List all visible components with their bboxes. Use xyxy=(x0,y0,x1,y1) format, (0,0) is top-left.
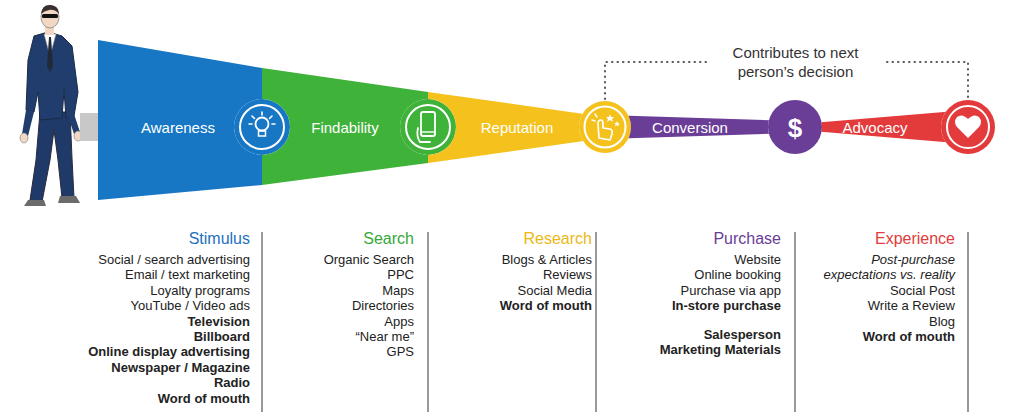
column-item: Email / text marketing xyxy=(72,267,250,282)
band-label: Reputation xyxy=(481,120,554,135)
column-heading: Search xyxy=(270,229,414,249)
column-item: Social / search advertising xyxy=(72,252,250,267)
column-item: Newspaper / Magazine xyxy=(72,360,250,375)
band-label: Awareness xyxy=(141,120,215,135)
callout-note: Contributes to next person’s decision xyxy=(708,43,883,81)
column-item: Website xyxy=(603,252,781,267)
column-item: PPC xyxy=(270,267,414,282)
column-item: Social Media xyxy=(436,283,592,298)
column-item: Write a Review xyxy=(803,298,955,313)
column-item: Word of mouth xyxy=(803,329,955,344)
column-separators xyxy=(262,232,968,412)
column-heading: Research xyxy=(436,229,592,249)
band-fill xyxy=(428,92,605,163)
label-column: SearchOrganic SearchPPCMapsDirectoriesAp… xyxy=(270,229,414,360)
band-fill xyxy=(800,110,968,144)
column-item: Organic Search xyxy=(270,252,414,267)
column-item: Loyalty programs xyxy=(72,283,250,298)
column-item: Word of mouth xyxy=(72,391,250,406)
label-column: PurchaseWebsiteOnline bookingPurchase vi… xyxy=(603,229,781,357)
funnel-band: Awareness xyxy=(98,40,262,200)
column-item: Blog xyxy=(803,314,955,329)
column-item: Maps xyxy=(270,283,414,298)
band-fill xyxy=(98,40,262,200)
band-label: Advocacy xyxy=(842,120,907,135)
column-item: Post-purchase expectations vs. reality xyxy=(815,252,955,283)
label-column: StimulusSocial / search advertisingEmail… xyxy=(72,229,250,406)
funnel-band: Findability xyxy=(262,68,428,185)
column-item: Apps xyxy=(270,314,414,329)
column-item: GPS xyxy=(270,344,414,359)
funnel-band: Advocacy xyxy=(800,110,968,144)
column-item: Online booking xyxy=(603,267,781,282)
label-column: ResearchBlogs & ArticlesReviewsSocial Me… xyxy=(436,229,592,314)
band-fill xyxy=(262,68,428,185)
column-item: Blogs & Articles xyxy=(436,252,592,267)
column-item: “Near me” xyxy=(270,329,414,344)
column-item: Word of mouth xyxy=(436,298,592,313)
band-fill xyxy=(605,115,795,139)
label-column: ExperiencePost-purchase expectations vs.… xyxy=(803,229,955,344)
column-item: Radio xyxy=(72,375,250,390)
column-item: In-store purchase xyxy=(603,298,781,313)
column-item: Directories xyxy=(270,298,414,313)
column-item: Social Post xyxy=(803,283,955,298)
person-illustration xyxy=(20,5,82,206)
column-item: YouTube / Video ads xyxy=(72,298,250,313)
band-label: Findability xyxy=(311,120,379,135)
column-heading: Purchase xyxy=(603,229,781,249)
dollar-sign: $ xyxy=(788,115,802,141)
funnel-band: Reputation xyxy=(428,92,605,163)
column-item: Television xyxy=(72,314,250,329)
column-heading: Stimulus xyxy=(72,229,250,249)
column-item: Marketing Materials xyxy=(603,342,781,357)
column-item: Salesperson xyxy=(603,327,781,342)
column-item: Online display advertising xyxy=(72,344,250,359)
funnel-band: Conversion xyxy=(605,115,795,139)
column-heading: Experience xyxy=(803,229,955,249)
column-item: Purchase via app xyxy=(603,283,781,298)
column-item: Billboard xyxy=(72,329,250,344)
column-item: Reviews xyxy=(436,267,592,282)
band-label: Conversion xyxy=(652,120,728,135)
